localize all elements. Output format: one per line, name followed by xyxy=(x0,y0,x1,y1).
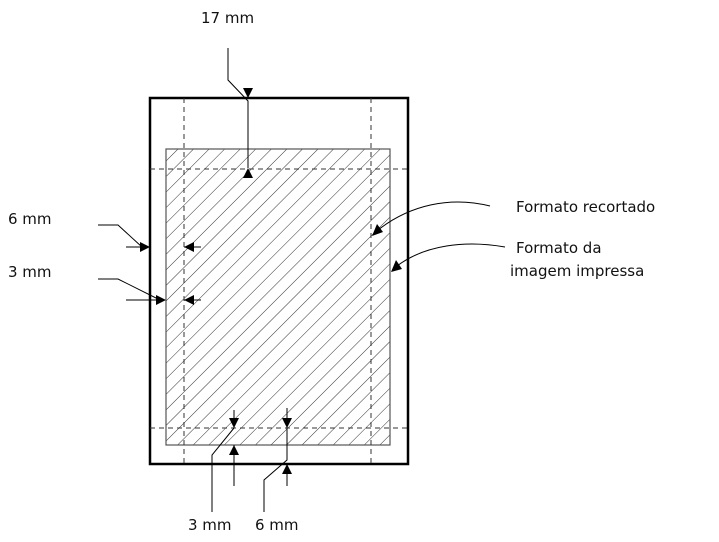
top-arrow-down xyxy=(243,88,253,98)
printed-format-pointer xyxy=(396,243,506,267)
bottom-outer-arrow-up xyxy=(282,464,292,474)
printed-format-arrowhead xyxy=(391,260,402,272)
left-outer-arrow-right xyxy=(140,242,150,252)
top-arrow-up xyxy=(243,168,253,178)
left-inner-arrow-right xyxy=(156,295,166,305)
left-inner-margin-label: 3 mm xyxy=(8,263,52,281)
printed-format-label-line1: Formato da xyxy=(516,239,602,257)
bottom-inner-arrow-up xyxy=(229,445,239,455)
dashed-guides xyxy=(150,98,408,464)
trimmed-format-label: Formato recortado xyxy=(516,198,656,216)
trimmed-format-pointer xyxy=(377,201,491,231)
top-margin-label: 17 mm xyxy=(201,9,255,27)
left-inner-arrow-left xyxy=(184,295,194,305)
bottom-inner-margin-label: 3 mm xyxy=(188,516,232,534)
left-outer-margin-label: 6 mm xyxy=(8,210,52,228)
bottom-inner-arrow-down xyxy=(229,418,239,428)
printed-format-label-line2: imagem impressa xyxy=(510,262,645,280)
bottom-outer-arrow-down xyxy=(282,418,292,428)
bottom-outer-margin-label: 6 mm xyxy=(255,516,299,534)
left-outer-arrow-left xyxy=(184,242,194,252)
trimmed-format-arrowhead xyxy=(372,224,383,236)
trimmed-format-area xyxy=(165,148,391,446)
